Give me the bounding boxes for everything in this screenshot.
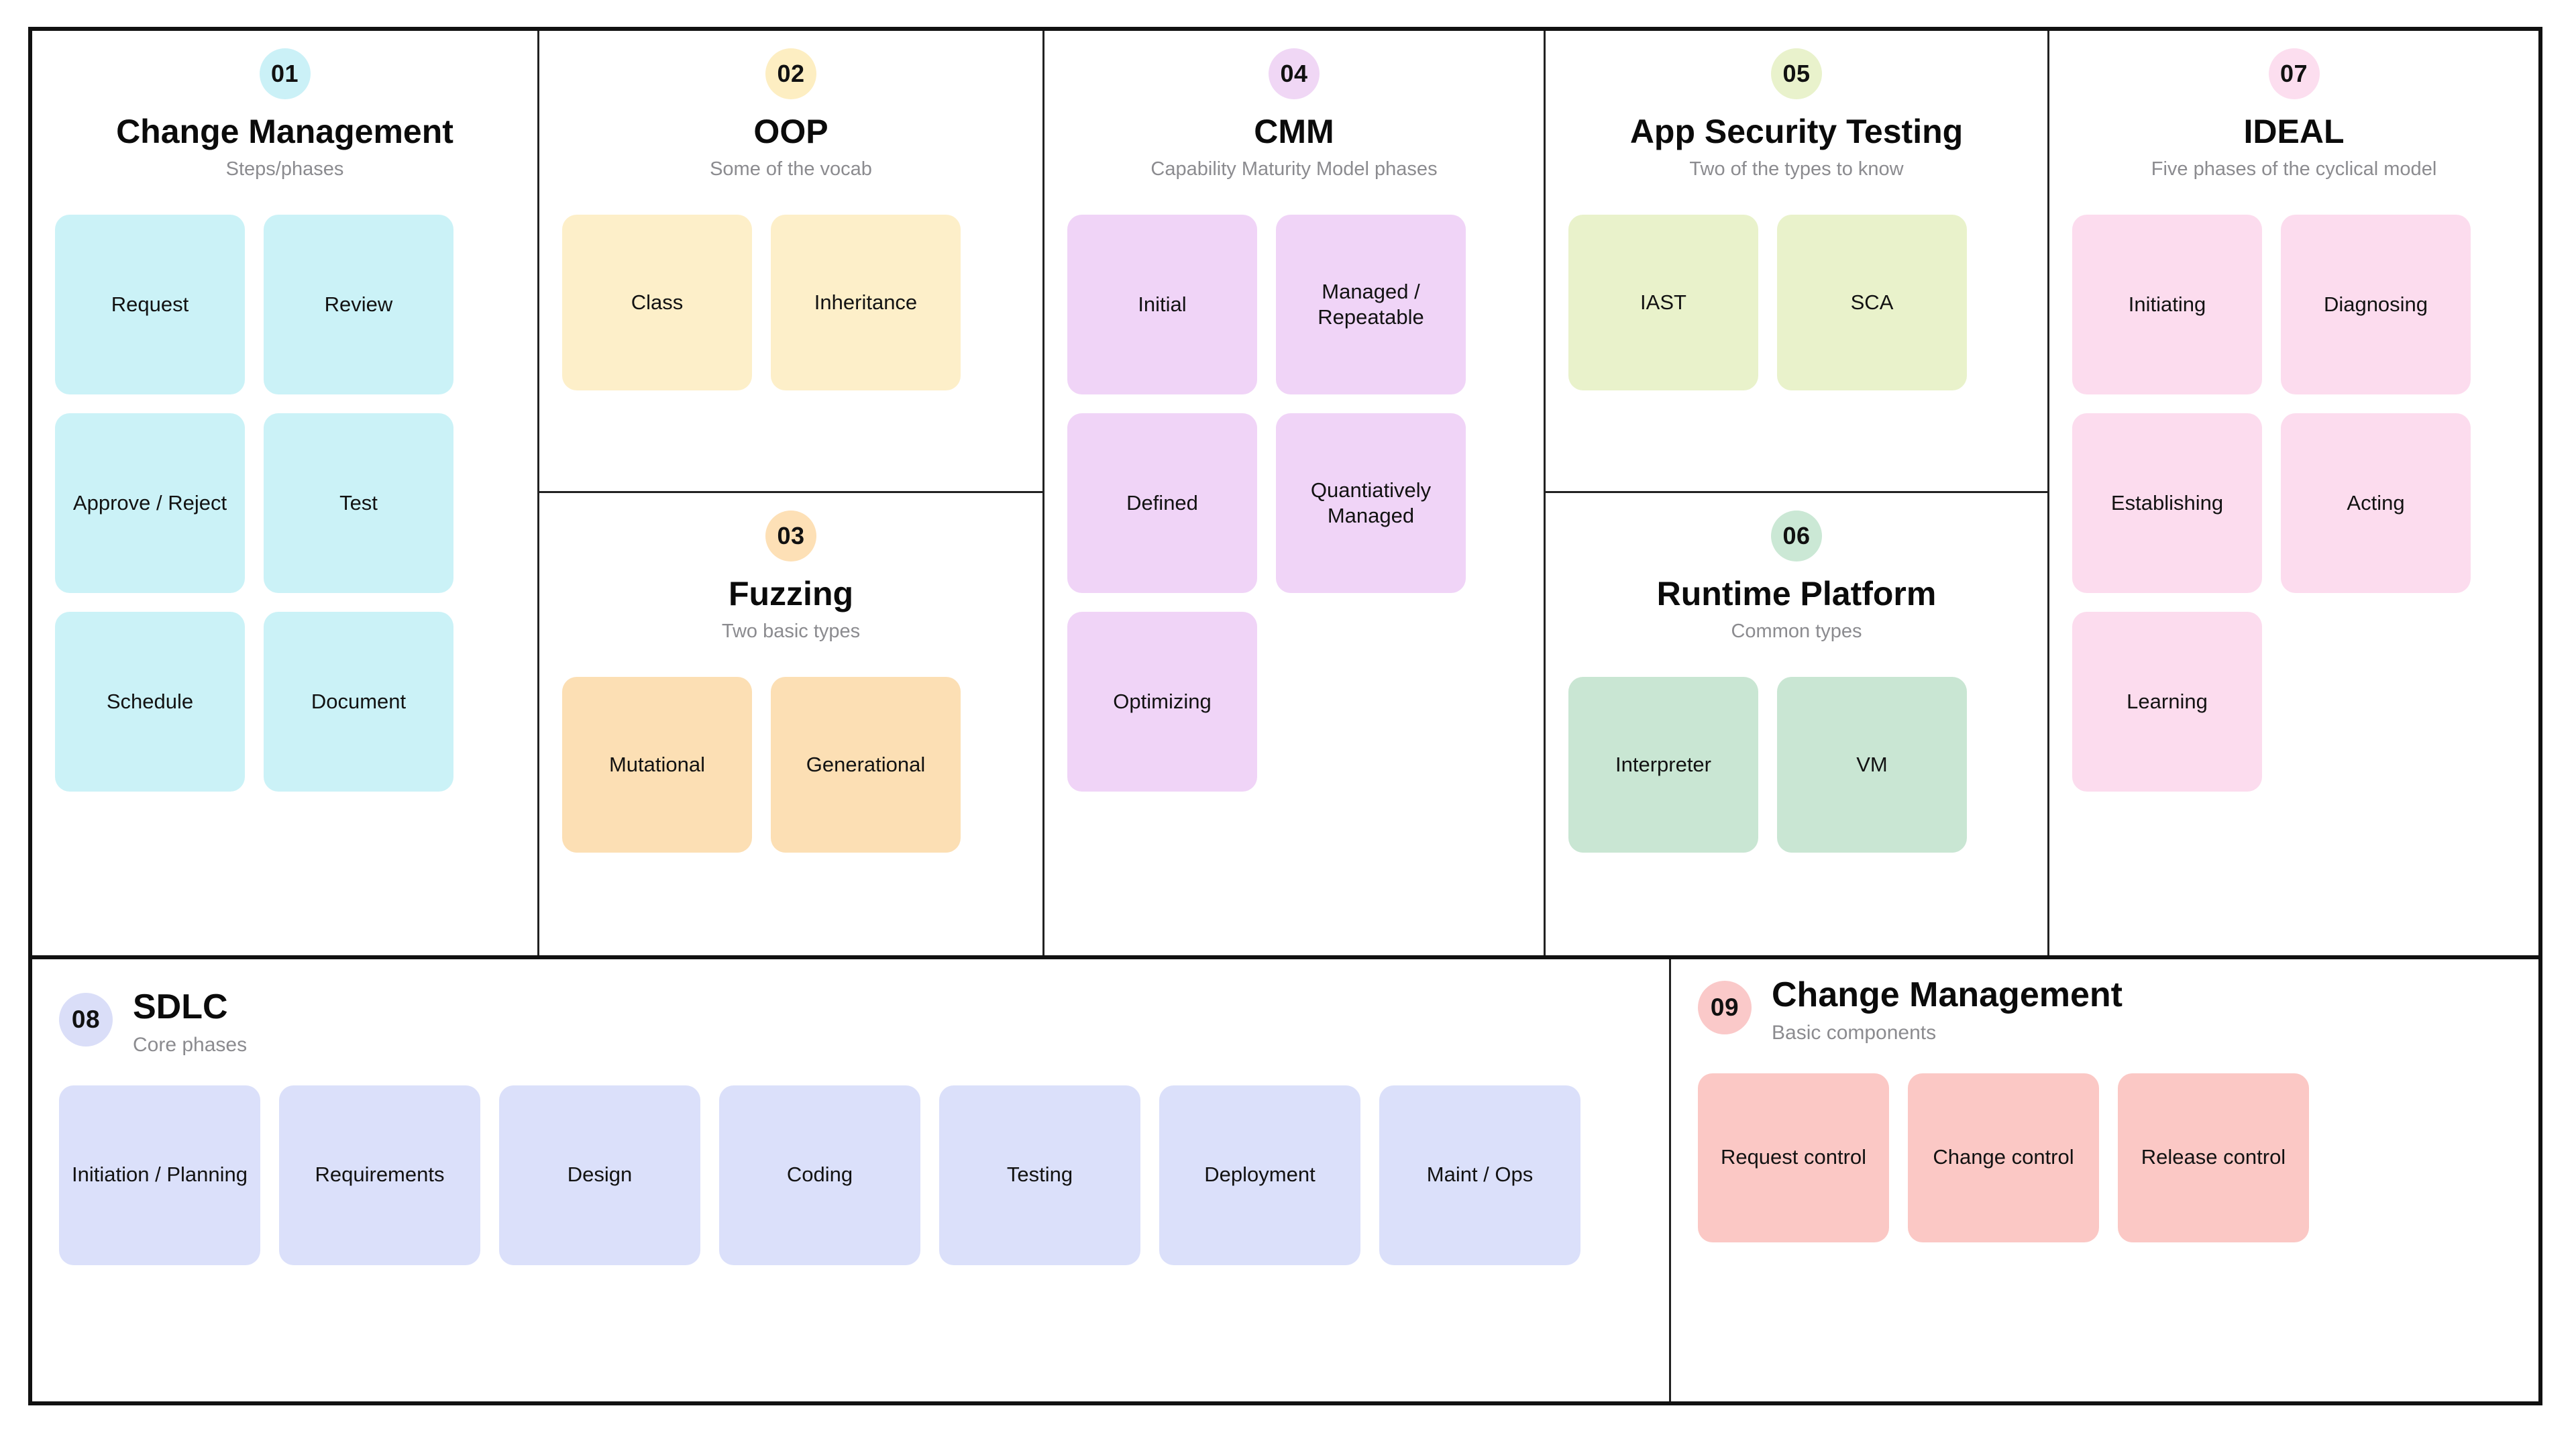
panel-09-header: 09 Change Management Basic components: [1698, 977, 2512, 1044]
panel-08-header: 08 SDLC Core phases: [59, 989, 1642, 1056]
panel-04-cmm[interactable]: 04 CMM Capability Maturity Model phases …: [1044, 31, 1544, 955]
panel-07-ideal[interactable]: 07 IDEAL Five phases of the cyclical mod…: [2049, 31, 2538, 955]
panel-04-subtitle: Capability Maturity Model phases: [1150, 158, 1438, 180]
tile[interactable]: Change control: [1908, 1073, 2099, 1242]
panel-07-subtitle: Five phases of the cyclical model: [2151, 158, 2437, 180]
panel-06-number-badge: 06: [1771, 511, 1822, 561]
column-one: 01 Change Management Steps/phases Reques…: [32, 31, 537, 955]
panel-06-tiles: Interpreter VM: [1568, 677, 2025, 853]
top-row: 01 Change Management Steps/phases Reques…: [32, 31, 2538, 959]
tile[interactable]: Schedule: [55, 612, 245, 792]
panel-02-title: OOP: [753, 113, 828, 150]
panel-09-title: Change Management: [1772, 975, 2123, 1014]
panel-08-subtitle: Core phases: [133, 1033, 248, 1056]
tile[interactable]: Maint / Ops: [1379, 1085, 1580, 1265]
panel-02-number-badge: 02: [765, 48, 816, 99]
panel-02-tiles: Class Inheritance: [562, 215, 1020, 391]
panel-06-runtime-platform[interactable]: 06 Runtime Platform Common types Interpr…: [1546, 491, 2047, 955]
panel-05-header: 05 App Security Testing Two of the types…: [1568, 48, 2025, 180]
panel-01-tiles: Request Review Approve / Reject Test Sch…: [55, 215, 515, 792]
tile[interactable]: Quantiatively Managed: [1276, 413, 1466, 594]
tile[interactable]: Initiation / Planning: [59, 1085, 260, 1265]
panel-05-app-security-testing[interactable]: 05 App Security Testing Two of the types…: [1546, 31, 2047, 491]
panel-08-tiles: Initiation / Planning Requirements Desig…: [59, 1085, 1642, 1265]
panel-07-header: 07 IDEAL Five phases of the cyclical mod…: [2072, 48, 2516, 180]
panel-08-sdlc[interactable]: 08 SDLC Core phases Initiation / Plannin…: [32, 959, 1669, 1401]
panel-07-tiles: Initiating Diagnosing Establishing Actin…: [2072, 215, 2516, 792]
panel-02-subtitle: Some of the vocab: [710, 158, 872, 180]
panel-03-subtitle: Two basic types: [721, 620, 861, 642]
tile[interactable]: Learning: [2072, 612, 2262, 792]
tile[interactable]: Acting: [2281, 413, 2471, 594]
panel-02-oop[interactable]: 02 OOP Some of the vocab Class Inheritan…: [539, 31, 1042, 491]
panel-09-number-badge: 09: [1698, 981, 1752, 1034]
tile[interactable]: Class: [562, 215, 752, 391]
column-sdlc: 08 SDLC Core phases Initiation / Plannin…: [32, 959, 1669, 1401]
tile[interactable]: Diagnosing: [2281, 215, 2471, 395]
column-two: 02 OOP Some of the vocab Class Inheritan…: [537, 31, 1042, 955]
tile[interactable]: Optimizing: [1067, 612, 1257, 792]
panel-06-subtitle: Common types: [1731, 620, 1862, 642]
column-four: 05 App Security Testing Two of the types…: [1544, 31, 2047, 955]
tile[interactable]: Testing: [939, 1085, 1140, 1265]
panel-05-number-badge: 05: [1771, 48, 1822, 99]
panel-01-subtitle: Steps/phases: [225, 158, 344, 180]
panel-01-header: 01 Change Management Steps/phases: [55, 48, 515, 180]
tile[interactable]: Interpreter: [1568, 677, 1758, 853]
panel-02-header: 02 OOP Some of the vocab: [562, 48, 1020, 180]
tile[interactable]: Coding: [719, 1085, 920, 1265]
panel-09-tiles: Request control Change control Release c…: [1698, 1073, 2512, 1242]
tile[interactable]: VM: [1777, 677, 1967, 853]
panel-03-title: Fuzzing: [728, 575, 854, 612]
panel-03-tiles: Mutational Generational: [562, 677, 1020, 853]
poster-frame: 01 Change Management Steps/phases Reques…: [28, 27, 2542, 1405]
panel-07-title: IDEAL: [2243, 113, 2345, 150]
panel-09-subtitle: Basic components: [1772, 1021, 1937, 1044]
panel-03-header: 03 Fuzzing Two basic types: [562, 511, 1020, 642]
tile[interactable]: Generational: [771, 677, 961, 853]
tile[interactable]: Deployment: [1159, 1085, 1360, 1265]
tile[interactable]: Initiating: [2072, 215, 2262, 395]
panel-04-title: CMM: [1254, 113, 1334, 150]
panel-06-title: Runtime Platform: [1656, 575, 1937, 612]
tile[interactable]: Inheritance: [771, 215, 961, 391]
panel-08-number-badge: 08: [59, 993, 113, 1046]
panel-01-title: Change Management: [116, 113, 453, 150]
panel-06-header: 06 Runtime Platform Common types: [1568, 511, 2025, 642]
panel-09-change-management[interactable]: 09 Change Management Basic components Re…: [1671, 959, 2538, 1401]
bottom-row: 08 SDLC Core phases Initiation / Plannin…: [32, 959, 2538, 1401]
panel-05-tiles: IAST SCA: [1568, 215, 2025, 391]
tile[interactable]: IAST: [1568, 215, 1758, 391]
panel-05-title: App Security Testing: [1629, 113, 1964, 150]
panel-07-number-badge: 07: [2268, 48, 2320, 99]
column-three: 04 CMM Capability Maturity Model phases …: [1042, 31, 1544, 955]
tile[interactable]: Initial: [1067, 215, 1257, 395]
tile[interactable]: Design: [499, 1085, 700, 1265]
tile[interactable]: Release control: [2118, 1073, 2309, 1242]
panel-04-number-badge: 04: [1269, 48, 1320, 99]
column-five: 07 IDEAL Five phases of the cyclical mod…: [2047, 31, 2538, 955]
panel-03-fuzzing[interactable]: 03 Fuzzing Two basic types Mutational Ge…: [539, 491, 1042, 955]
tile[interactable]: Test: [264, 413, 453, 594]
tile[interactable]: Establishing: [2072, 413, 2262, 594]
tile[interactable]: Review: [264, 215, 453, 395]
tile[interactable]: Defined: [1067, 413, 1257, 594]
tile[interactable]: Managed / Repeatable: [1276, 215, 1466, 395]
panel-03-number-badge: 03: [765, 511, 816, 561]
tile[interactable]: Document: [264, 612, 453, 792]
panel-05-subtitle: Two of the types to know: [1689, 158, 1904, 180]
panel-01-number-badge: 01: [259, 48, 311, 99]
panel-04-tiles: Initial Managed / Repeatable Defined Qua…: [1067, 215, 1521, 792]
panel-08-title: SDLC: [133, 987, 228, 1026]
tile[interactable]: Request control: [1698, 1073, 1889, 1242]
tile[interactable]: SCA: [1777, 215, 1967, 391]
tile[interactable]: Approve / Reject: [55, 413, 245, 594]
panel-01-change-management[interactable]: 01 Change Management Steps/phases Reques…: [32, 31, 537, 955]
panel-04-header: 04 CMM Capability Maturity Model phases: [1067, 48, 1521, 180]
tile[interactable]: Request: [55, 215, 245, 395]
tile[interactable]: Requirements: [279, 1085, 480, 1265]
tile[interactable]: Mutational: [562, 677, 752, 853]
column-change-management: 09 Change Management Basic components Re…: [1669, 959, 2538, 1401]
